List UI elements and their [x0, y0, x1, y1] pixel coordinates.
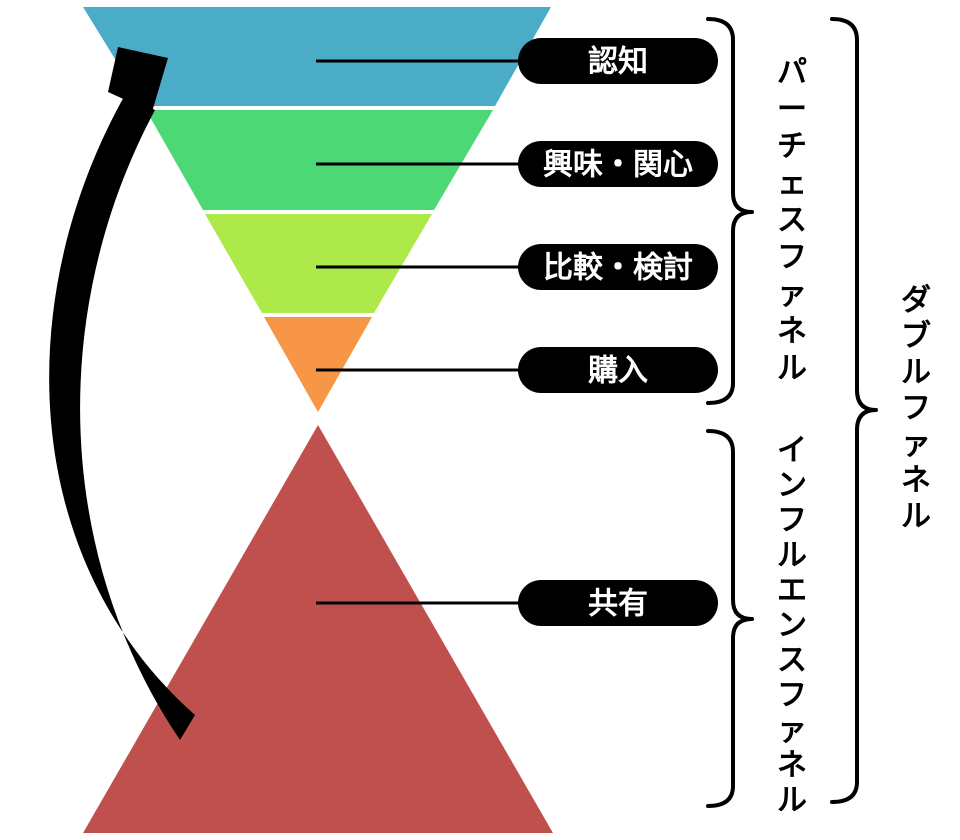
stage-label-text: 購入 [588, 354, 648, 389]
curved-arrow-up-icon [49, 47, 195, 740]
label-pill [518, 38, 718, 84]
funnel-segment-awareness [83, 7, 551, 106]
vertical-glyph: ネ [777, 748, 807, 783]
bracket-double-funnel [830, 17, 878, 804]
vertical-glyph: ネ [777, 314, 807, 349]
vertical-glyph: エ [777, 573, 807, 608]
stage-label-text: 興味・関心 [543, 148, 693, 183]
label-pill [518, 244, 718, 290]
funnel-segment-share [83, 425, 553, 833]
vertical-glyph: ル [777, 783, 807, 818]
vertical-glyph: ン [777, 608, 807, 643]
vertical-glyph: ス [777, 643, 807, 678]
vertical-glyph: パ [777, 55, 807, 90]
vertical-glyph: ァ [777, 713, 807, 748]
label-pill [518, 141, 718, 187]
funnel-segment-purchase [264, 317, 372, 412]
vertical-glyph: ェ [777, 166, 807, 201]
vertical-glyph: ス [777, 203, 807, 238]
vertical-glyph: チ [777, 129, 807, 164]
bracket-purchase-funnel [706, 17, 754, 405]
vertical-glyph: ル [901, 355, 931, 390]
vertical-glyph: イ [777, 433, 807, 468]
vertical-glyph: ネ [901, 463, 931, 498]
vertical-glyph: フ [901, 391, 931, 426]
vertical-glyph: ル [777, 538, 807, 573]
vertical-glyph: ル [901, 499, 931, 534]
vertical-glyph: ル [777, 351, 807, 386]
vertical-glyph: フ [777, 503, 807, 538]
vertical-glyph: ァ [901, 427, 931, 462]
stage-label-text: 認知 [588, 45, 648, 80]
stage-label-interest: 興味・関心 [316, 141, 718, 187]
stage-label-awareness: 認知 [316, 38, 718, 84]
double-funnel-label: ダブルファネル [901, 283, 931, 534]
stage-label-text: 共有 [588, 587, 648, 622]
funnel-segment-interest [146, 110, 493, 210]
vertical-glyph: フ [777, 678, 807, 713]
vertical-glyph: ン [777, 468, 807, 503]
influence-funnel-label: インフルエンスファネル [777, 433, 807, 818]
vertical-glyph: ダ [901, 283, 931, 318]
label-pill [518, 347, 718, 393]
vertical-glyph: フ [777, 240, 807, 275]
stage-label-comparison: 比較・検討 [316, 244, 718, 290]
vertical-glyph: ブ [901, 319, 931, 354]
funnel-segment-comparison [205, 214, 432, 313]
vertical-glyph: ー [777, 92, 807, 127]
stage-label-share: 共有 [316, 580, 718, 626]
vertical-glyph: ァ [777, 277, 807, 312]
stage-label-text: 比較・検討 [543, 251, 693, 286]
label-pill [518, 580, 718, 626]
purchase-funnel-label: パーチェスファネル [777, 55, 807, 386]
bracket-influence-funnel [706, 429, 754, 808]
stage-label-purchase: 購入 [316, 347, 718, 393]
